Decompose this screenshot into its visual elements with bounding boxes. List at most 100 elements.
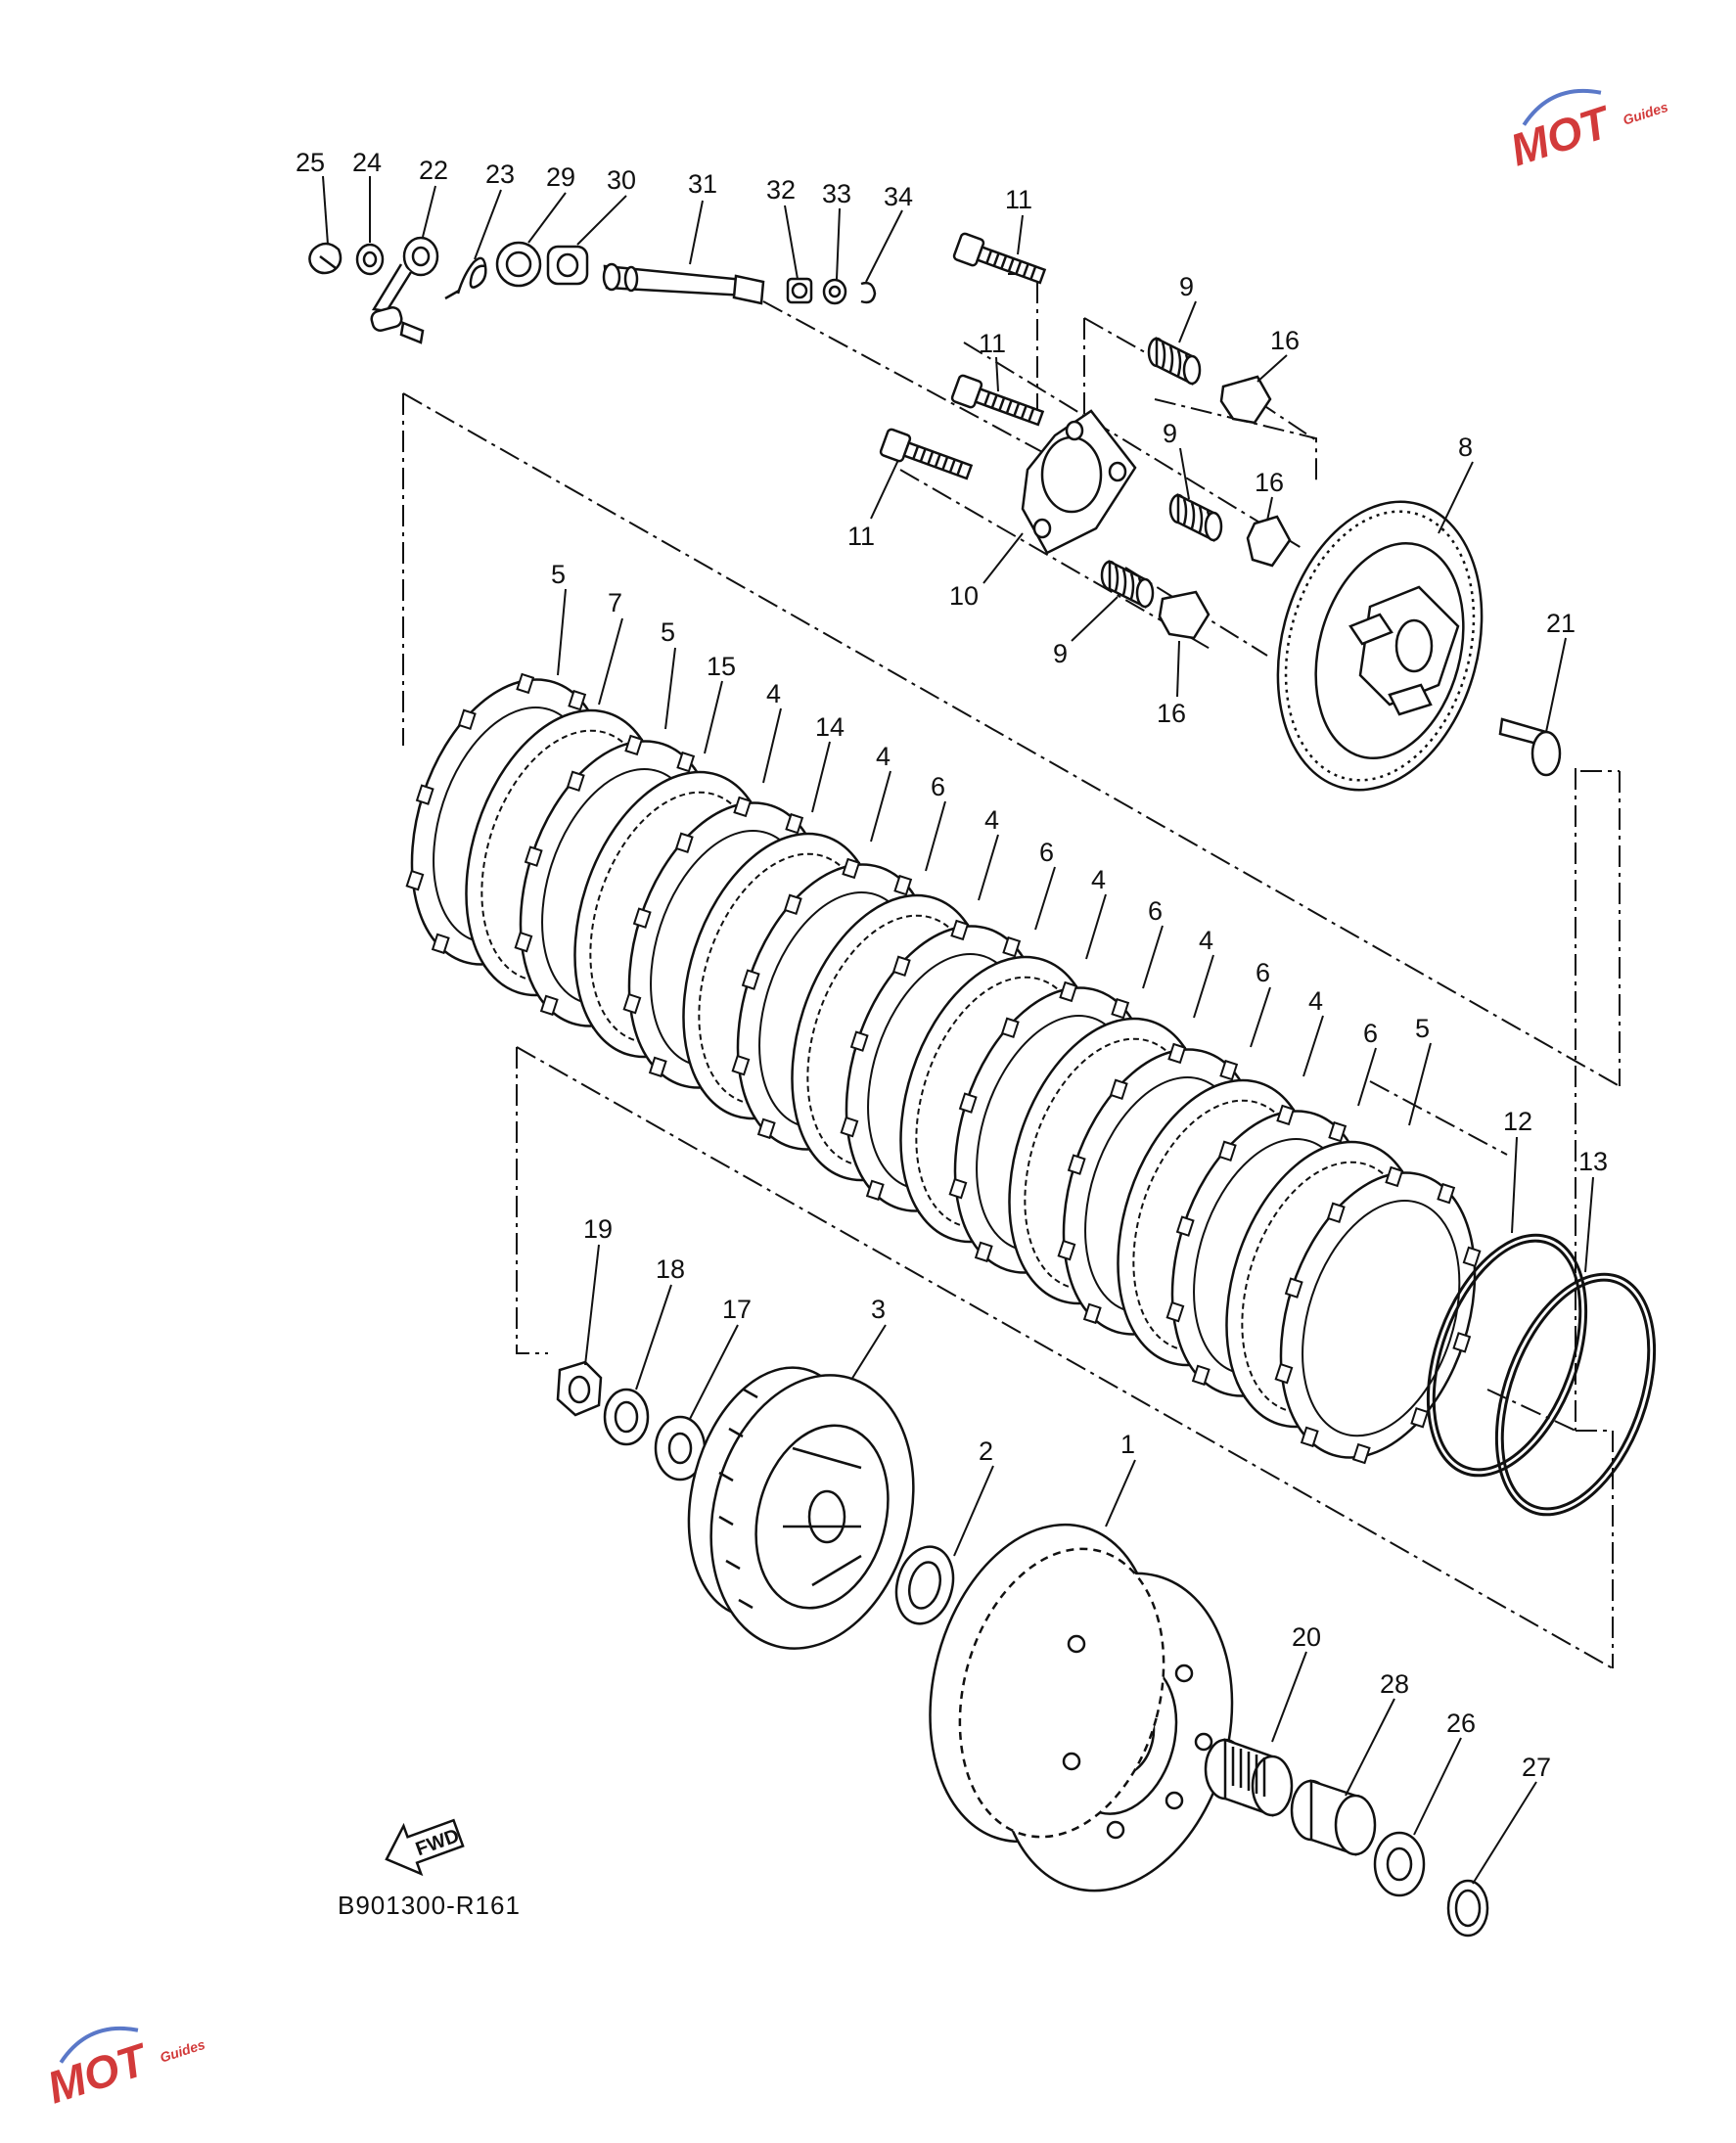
leader-line — [557, 588, 567, 676]
leader-line — [870, 770, 891, 843]
leader-line — [1193, 954, 1214, 1019]
leader-line — [1584, 1176, 1594, 1273]
part-label: 26 — [1446, 1709, 1476, 1738]
leader-line — [925, 800, 946, 872]
part-labels: 25 24 22 23 29 30 31 32 33 34 11 11 11 9… — [296, 148, 1608, 1782]
leader-line — [576, 195, 627, 246]
part-label: 4 — [766, 679, 781, 708]
part-label: 2 — [979, 1436, 993, 1466]
part-label: 14 — [815, 712, 845, 742]
part-label: 22 — [419, 156, 448, 185]
leader-line — [1413, 1737, 1462, 1836]
leader-line — [995, 356, 999, 392]
leader-line — [474, 189, 502, 260]
part-label: 5 — [551, 560, 566, 589]
part-label: 28 — [1380, 1669, 1409, 1699]
part-label: 19 — [583, 1214, 613, 1244]
leader-line — [1178, 300, 1197, 343]
part-label: 6 — [1363, 1019, 1378, 1048]
leader-line — [1545, 637, 1567, 733]
part-label: 6 — [1148, 896, 1163, 926]
part-label: 10 — [949, 581, 979, 611]
leader-line — [811, 741, 831, 813]
leader-line — [836, 207, 841, 280]
shift-shaft-parts — [308, 236, 877, 344]
leader-line — [1034, 866, 1056, 931]
leader-line — [1071, 596, 1119, 642]
leader-line — [1345, 1698, 1395, 1797]
part-label: 6 — [1256, 958, 1270, 987]
leader-line — [422, 185, 436, 238]
leader-line — [584, 1244, 600, 1366]
leader-line — [1017, 214, 1024, 255]
leader-line — [1142, 925, 1164, 989]
leader-line — [978, 834, 999, 901]
part-label: 4 — [1308, 986, 1323, 1016]
leader-line — [322, 175, 329, 246]
part-label: 33 — [822, 179, 851, 208]
part-label: 15 — [707, 652, 736, 681]
part-label: 9 — [1163, 419, 1177, 448]
leader-line — [1266, 496, 1273, 522]
leader-line — [689, 1324, 739, 1420]
part-label: 34 — [884, 182, 913, 211]
leader-line — [704, 680, 723, 754]
part-label: 4 — [876, 742, 891, 771]
part-label: 11 — [1005, 185, 1032, 214]
part-label: 32 — [766, 175, 796, 205]
clutch-plate-pack — [405, 672, 1482, 1465]
clutch-springs — [1100, 336, 1223, 610]
part-label: 4 — [984, 805, 999, 835]
leader-line — [1271, 1651, 1307, 1743]
leader-lines — [322, 175, 1594, 1885]
part-label: 17 — [722, 1295, 752, 1324]
leader-line — [664, 647, 676, 730]
leader-line — [870, 459, 899, 520]
cam-pieces — [1158, 375, 1292, 640]
thrust-washer — [894, 1545, 955, 1625]
pressure-plate — [1276, 500, 1484, 792]
needle-bearing-parts — [1204, 1738, 1489, 1938]
leader-line — [635, 1284, 672, 1391]
clutch-housing — [929, 1523, 1234, 1892]
leader-line — [689, 200, 704, 265]
leader-line — [1472, 1781, 1537, 1885]
wire-rings — [1426, 1233, 1657, 1517]
part-label: 5 — [1415, 1014, 1430, 1043]
leader-line — [1176, 640, 1180, 698]
part-label: 4 — [1199, 926, 1213, 955]
part-label: 11 — [979, 329, 1006, 358]
retaining-plate — [1021, 409, 1137, 555]
leader-line — [850, 1324, 887, 1381]
leader-line — [1105, 1459, 1136, 1527]
part-label: 31 — [688, 169, 717, 199]
part-label: 29 — [546, 162, 575, 192]
part-label: 1 — [1120, 1430, 1135, 1459]
leader-line — [1438, 461, 1474, 534]
leader-line — [598, 617, 623, 706]
leader-line — [784, 205, 799, 280]
part-label: 21 — [1546, 609, 1576, 638]
leader-line — [865, 209, 903, 283]
push-rod-pin — [1498, 717, 1562, 777]
part-label: 30 — [607, 165, 636, 195]
part-label: 12 — [1503, 1107, 1532, 1136]
part-label: 5 — [661, 617, 675, 647]
part-label: 4 — [1091, 865, 1106, 894]
figure-code: B901300-R161 — [338, 1891, 521, 1920]
leader-line — [953, 1465, 994, 1557]
clutch-bolts — [879, 232, 1047, 480]
leader-line — [1256, 354, 1288, 383]
part-label: 9 — [1179, 272, 1194, 301]
clutch-boss — [687, 1366, 915, 1650]
part-label: 16 — [1255, 468, 1284, 497]
friction-plate — [1274, 1165, 1482, 1465]
leader-line — [1357, 1047, 1377, 1107]
part-label: 18 — [656, 1254, 685, 1284]
part-label: 16 — [1270, 326, 1300, 355]
leader-line — [1085, 893, 1107, 960]
part-label: 24 — [352, 148, 382, 177]
part-label: 13 — [1578, 1147, 1608, 1176]
